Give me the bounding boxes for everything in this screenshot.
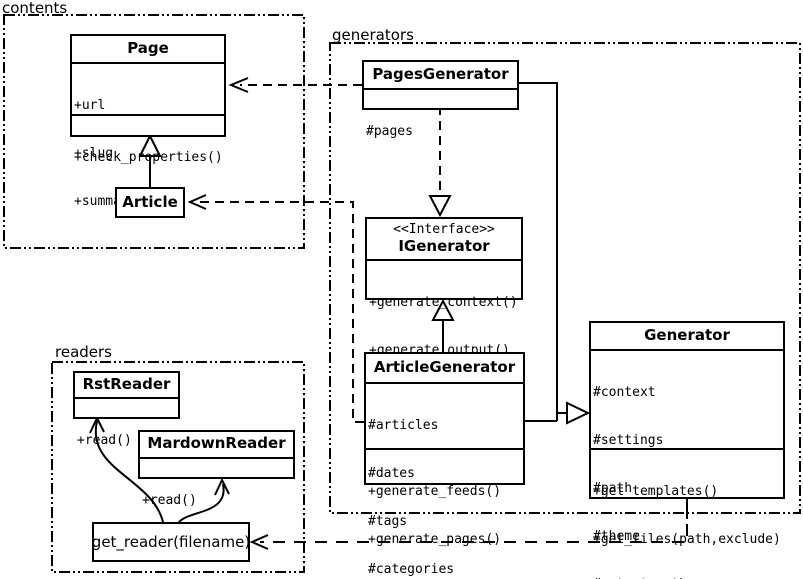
package-generators-label: generators (332, 26, 414, 44)
class-pagesgenerator-title: PagesGenerator (372, 65, 509, 83)
class-page: Page +url +slug +summary +check_properti… (70, 34, 226, 209)
class-page-methods: +check_properties() (72, 114, 224, 165)
class-member: #theme (593, 529, 640, 544)
class-rstreader: RstReader +read() (73, 371, 180, 448)
class-member: +get_templates() (593, 484, 719, 499)
class-generator: Generator #context #settings #path #them… (589, 321, 785, 579)
generalization-to-generator (519, 82, 591, 425)
open-arrowhead-icon (249, 534, 269, 550)
get-reader-label: get_reader(filename) (91, 533, 251, 551)
edge-line-junction (556, 412, 567, 421)
class-member: #output_path (593, 577, 781, 579)
class-generator-attributes: #context #settings #path #theme #output_… (591, 349, 783, 579)
class-member: #settings (593, 433, 664, 448)
class-member: #dates (368, 466, 415, 481)
edge-line (198, 201, 364, 423)
edge-curve (94, 420, 164, 523)
hollow-triangle-icon (566, 401, 591, 425)
open-arrowhead-icon (214, 477, 230, 496)
class-igenerator-stereotype: <<Interface>> (393, 222, 495, 237)
edge-line (260, 524, 688, 543)
class-mardownreader-title: MardownReader (147, 434, 286, 452)
class-articlegenerator-title: ArticleGenerator (373, 358, 516, 376)
dependency-articlegenerator-to-article (187, 194, 364, 423)
package-contents-label: contents (2, 0, 68, 17)
package-readers-label: readers (55, 343, 112, 361)
class-rstreader-title: RstReader (82, 375, 171, 393)
class-page-attributes: +url +slug +summary (72, 62, 224, 209)
package-contents-frame (3, 14, 305, 249)
class-member: +check_properties() (74, 150, 223, 165)
class-articlegenerator: ArticleGenerator #articles #dates #tags … (364, 352, 525, 577)
class-member: #pages (366, 124, 413, 139)
class-member: #articles (368, 418, 439, 433)
call-getreader-to-mardownreader (178, 477, 230, 523)
class-generator-title: Generator (644, 326, 730, 344)
realization-pagesgenerator-to-igenerator (428, 106, 452, 218)
class-igenerator-title: <<Interface>> IGenerator (367, 219, 521, 259)
class-generator-methods: +get_templates() +get_files(path,exclude… (591, 448, 783, 547)
class-member: #categories (368, 562, 455, 577)
edge-line-pagesgenerator (519, 82, 558, 421)
class-member: #path (593, 481, 633, 496)
class-member: +generate_context() (369, 295, 518, 310)
hollow-triangle-icon (428, 195, 452, 218)
class-articlegenerator-methods: +generate_feeds() +generate_pages() (366, 448, 523, 547)
class-mardownreader-methods: +read() (140, 457, 293, 508)
package-generators-frame (329, 42, 801, 514)
class-igenerator: <<Interface>> IGenerator +generate_conte… (365, 217, 523, 358)
open-arrowhead-icon (228, 77, 249, 93)
class-member: +read() (142, 493, 197, 508)
generalization-article-to-page (138, 133, 162, 187)
dependency-generator-to-getreader (249, 499, 688, 550)
class-igenerator-methods: +generate_context() +generate_output() (367, 259, 521, 358)
generalization-articlegenerator-to-igenerator (431, 298, 455, 352)
class-page-title: Page (127, 39, 169, 57)
class-igenerator-name: IGenerator (398, 237, 490, 255)
class-member: +read() (77, 433, 132, 448)
class-rstreader-methods: +read() (75, 397, 178, 448)
class-member: +url (74, 98, 106, 113)
class-member: +get_files(path,exclude) (593, 532, 781, 547)
class-article-title: Article (122, 193, 178, 211)
edge-curve (178, 483, 225, 523)
hollow-triangle-icon (138, 133, 162, 157)
class-pagesgenerator-attributes: #pages (364, 88, 517, 139)
class-pagesgenerator: PagesGenerator #pages (362, 60, 519, 139)
hollow-triangle-icon (431, 298, 455, 321)
class-member: #tags (368, 514, 408, 529)
class-mardownreader: MardownReader +read() (138, 430, 295, 508)
class-member: #context (593, 385, 656, 400)
get-reader-box: get_reader(filename) (92, 522, 250, 562)
class-member: +slug (74, 146, 114, 161)
class-articlegenerator-attributes: #articles #dates #tags #categories (366, 382, 523, 577)
class-member: +generate_feeds() (368, 484, 502, 499)
class-article: Article (115, 187, 185, 218)
open-arrowhead-icon (187, 194, 207, 210)
class-member: +generate_pages() (368, 532, 502, 547)
package-readers-frame (51, 361, 305, 573)
dependency-pagesgenerator-to-page (228, 77, 362, 93)
